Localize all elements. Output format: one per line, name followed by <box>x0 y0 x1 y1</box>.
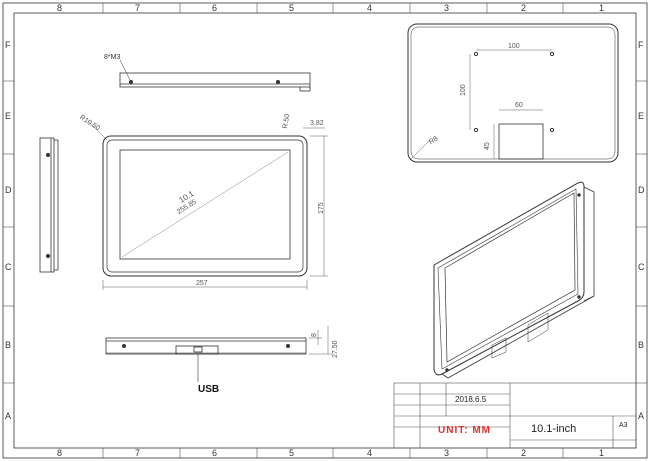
column-ticks <box>3 3 647 458</box>
height-dimension: 175 <box>318 202 325 214</box>
col-label-1: 1 <box>599 3 605 13</box>
drawing-date: 2018.6.5 <box>455 395 487 404</box>
row-label-f-right: F <box>638 40 644 50</box>
col-label-4-bottom: 4 <box>367 448 373 458</box>
row-label-e: E <box>5 111 12 121</box>
col-label-5: 5 <box>289 3 295 13</box>
vesa-horizontal-label: 100 <box>508 43 520 50</box>
width-dimension: 257 <box>196 280 208 287</box>
row-label-b: B <box>5 340 12 350</box>
bracket-width-label: 60 <box>515 102 523 109</box>
title-block <box>393 382 637 449</box>
bezel-offset-label: 3.82 <box>310 120 324 127</box>
row-label-c-right: C <box>638 262 645 272</box>
back-view <box>407 23 619 163</box>
thickness-small-label: 8 <box>311 333 318 337</box>
bracket-height-label: 45 <box>484 142 491 150</box>
col-label-3-bottom: 3 <box>444 448 450 458</box>
unit-label: UNIT: MM <box>438 425 491 436</box>
mount-hole-label: 8*M3 <box>104 54 121 61</box>
top-edge-view <box>119 59 311 92</box>
sheet-size-label: A3 <box>619 422 628 429</box>
col-label-2-bottom: 2 <box>521 448 527 458</box>
col-label-7-bottom: 7 <box>135 448 141 458</box>
row-label-c: C <box>5 262 12 272</box>
row-label-d-right: D <box>638 185 645 195</box>
isometric-view <box>433 181 595 379</box>
col-label-4: 4 <box>367 3 373 13</box>
col-label-3: 3 <box>444 3 450 13</box>
inner-frame <box>13 12 637 449</box>
row-label-e-right: E <box>638 111 645 121</box>
col-label-6: 6 <box>212 3 218 13</box>
row-label-a: A <box>5 411 12 421</box>
col-label-8: 8 <box>57 3 63 13</box>
usb-port-label: USB <box>198 384 220 395</box>
model-name: 10.1-inch <box>531 423 577 435</box>
thickness-total-label: 27.50 <box>332 340 339 358</box>
row-label-d: D <box>5 185 12 195</box>
vesa-vertical-label: 100 <box>460 84 467 96</box>
col-label-8-bottom: 8 <box>57 448 63 458</box>
col-label-5-bottom: 5 <box>289 448 295 458</box>
bottom-edge-view <box>105 326 332 382</box>
col-label-6-bottom: 6 <box>212 448 218 458</box>
col-label-7: 7 <box>135 3 141 13</box>
row-label-b-right: B <box>638 340 645 350</box>
col-label-2: 2 <box>521 3 527 13</box>
front-view <box>87 120 328 290</box>
row-label-f: F <box>5 40 11 50</box>
col-label-1-bottom: 1 <box>599 448 605 458</box>
left-edge-view <box>39 137 59 273</box>
row-label-a-right: A <box>638 411 645 421</box>
